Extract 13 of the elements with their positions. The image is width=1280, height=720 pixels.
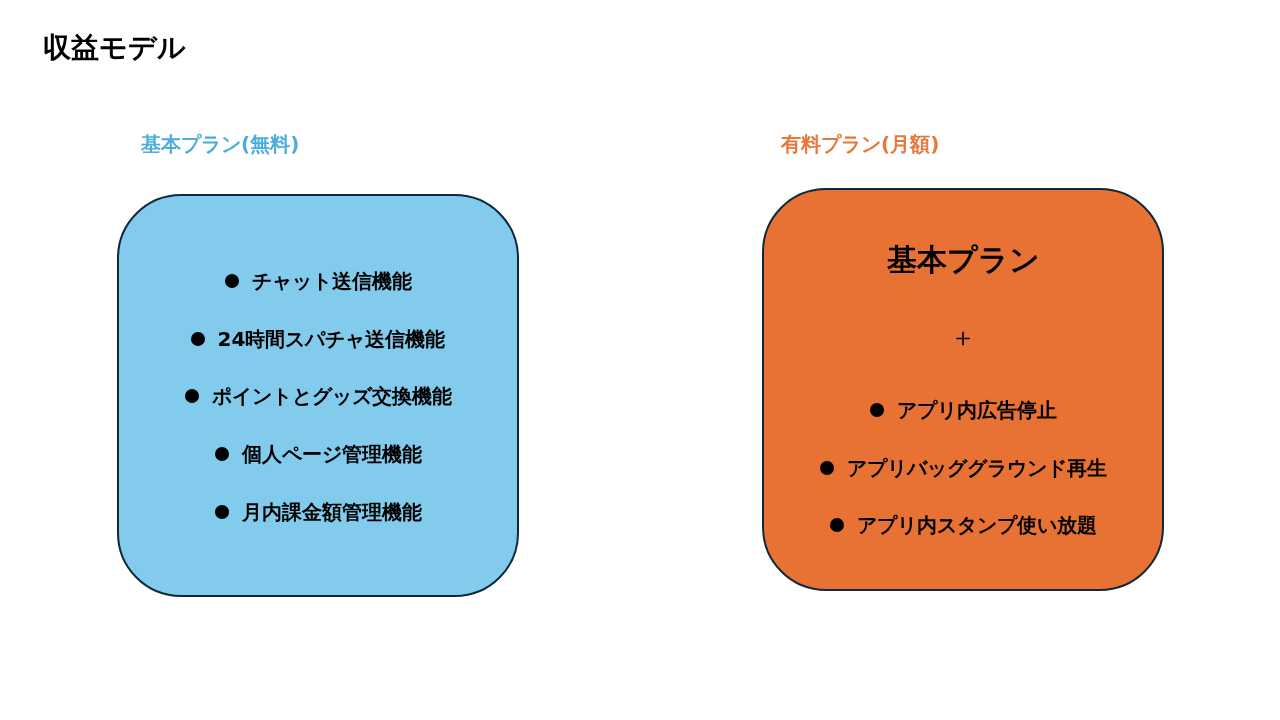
feature-text: チャット送信機能 (251, 268, 412, 294)
feature-text: 24時間スパチャ送信機能 (217, 326, 446, 352)
feature-text: アプリバッググラウンド再生 (846, 455, 1107, 481)
plan-heading: 基本プラン(無料) (141, 131, 300, 157)
plan-name: 基本プラン (886, 241, 1040, 279)
feature-text: アプリ内広告停止 (896, 397, 1057, 423)
feature-text: 個人ページ管理機能 (241, 441, 422, 467)
feature-text: ポイントとグッズ交換機能 (211, 383, 452, 409)
page-title: 収益モデル (43, 30, 186, 66)
plus-sign: ＋ (950, 322, 976, 352)
feature-text: アプリ内スタンプ使い放題 (856, 512, 1097, 538)
plan-heading: 有料プラン(月額) (781, 131, 940, 157)
feature-text: 月内課金額管理機能 (241, 499, 422, 525)
